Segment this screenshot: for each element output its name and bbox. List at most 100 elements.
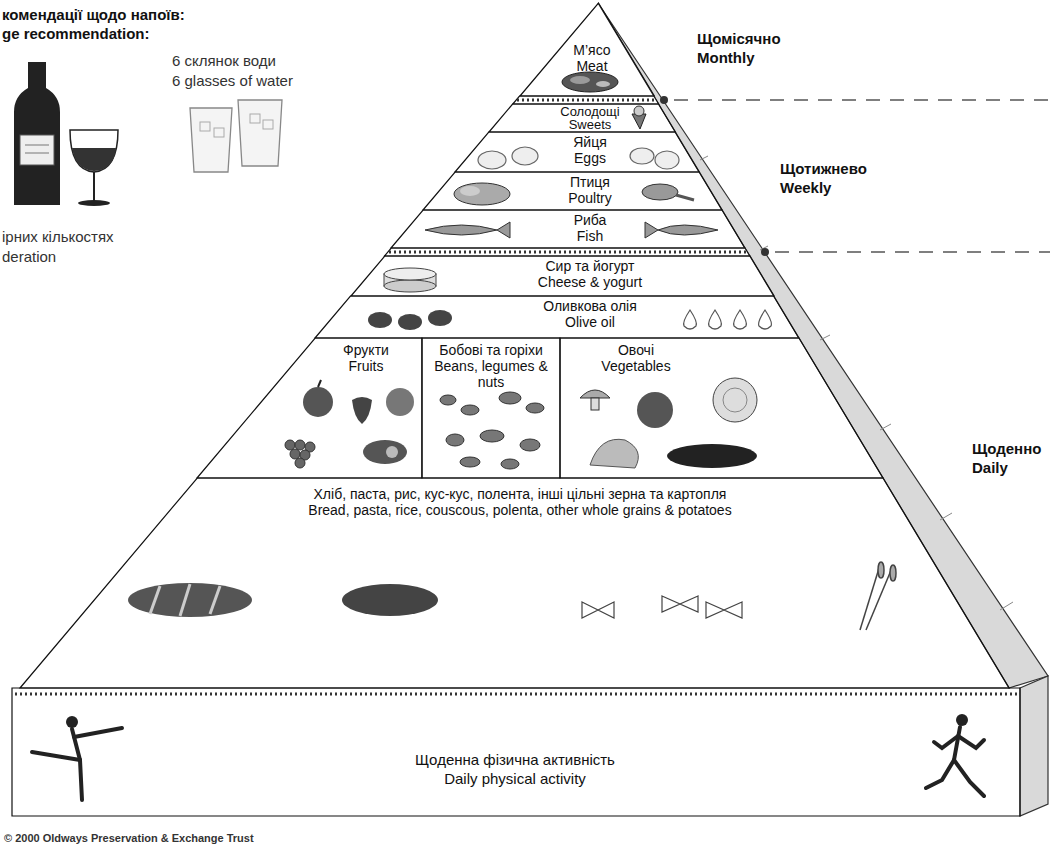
wine-glass xyxy=(70,130,118,206)
frequency-divider xyxy=(775,251,1050,253)
band-text-group: ФруктиFruits xyxy=(343,342,389,374)
beans-picture xyxy=(499,392,521,404)
fruit-picture xyxy=(303,387,333,417)
dotted-strip xyxy=(517,99,656,102)
olive-oil-band: Оливкова оліяOlive oil xyxy=(315,296,799,338)
band-text: Солодощі xyxy=(560,105,619,118)
beans-picture xyxy=(520,439,540,451)
vegetables-cell: ОвочіVegetables xyxy=(560,338,883,478)
band-text: Daily physical activity xyxy=(415,769,615,788)
band-outline xyxy=(20,478,1009,688)
water-glasses xyxy=(190,100,282,172)
meat-picture xyxy=(596,81,610,87)
bread-picture xyxy=(342,584,438,616)
side-face-ticks xyxy=(880,424,891,430)
band-text: Птиця xyxy=(568,174,612,190)
fruit-picture xyxy=(386,446,398,458)
side-face-ticks xyxy=(700,156,1013,610)
beans-picture xyxy=(461,405,479,415)
wine-bottle xyxy=(20,135,54,165)
band-text-group: ЯйцяEggs xyxy=(573,134,607,166)
activity-side-face xyxy=(1020,676,1048,816)
dotted-strip xyxy=(513,96,659,104)
vegetable-picture xyxy=(580,390,610,398)
garlic-picture xyxy=(734,310,747,329)
band-text-group: ОвочіVegetables xyxy=(601,342,670,374)
beverage-label: deration xyxy=(2,248,56,265)
sweets-band: СолодощіSweets xyxy=(489,104,675,132)
band-outline xyxy=(455,132,699,172)
band-text: Eggs xyxy=(573,150,607,166)
runner-figure xyxy=(954,727,960,760)
band-text-group: Оливкова оліяOlive oil xyxy=(543,298,637,330)
yoga-figure xyxy=(74,728,122,737)
band-text: Яйця xyxy=(573,134,607,150)
fish-picture xyxy=(425,222,718,238)
fruit-picture xyxy=(386,388,414,416)
water-glasses xyxy=(263,120,273,129)
wheat-picture xyxy=(860,562,896,630)
frequency-divider xyxy=(674,99,1050,101)
water-glasses xyxy=(238,100,282,166)
side-face-ticks xyxy=(700,156,708,160)
dotted-strip xyxy=(385,248,750,256)
beans-picture xyxy=(440,392,544,469)
band-outline xyxy=(391,210,745,248)
olive-picture xyxy=(368,312,392,328)
poultry-picture xyxy=(454,183,510,205)
fruit-picture xyxy=(285,440,315,468)
meat-band: М’ясоMeat xyxy=(520,3,654,96)
vegetable-picture xyxy=(713,378,757,422)
cheese-picture xyxy=(384,268,436,280)
vegetable-picture xyxy=(667,444,757,468)
yoga-figure xyxy=(66,716,78,728)
ice-cream-picture xyxy=(632,106,646,129)
wine-bottle xyxy=(25,153,49,154)
fruit-picture xyxy=(285,380,414,468)
frequency-label: Щотижнево xyxy=(780,160,867,177)
band-text: Meat xyxy=(573,58,610,74)
beans-picture xyxy=(446,434,464,446)
band-text: Olive oil xyxy=(543,314,637,330)
runner-figure xyxy=(954,760,984,796)
grains-band: Хліб, паста, рис, кус-кус, полента, інші… xyxy=(20,478,1009,688)
cheese-picture xyxy=(384,268,436,292)
band-outline xyxy=(197,338,422,478)
olive-picture xyxy=(368,310,452,330)
pasta-picture xyxy=(706,602,742,618)
fish-picture xyxy=(425,222,510,238)
bread-picture xyxy=(180,584,190,616)
activity-box: Щоденна фізична активністьDaily physical… xyxy=(12,688,1020,816)
meat-picture xyxy=(570,76,590,84)
fruit-picture xyxy=(285,440,295,450)
fish-picture xyxy=(645,222,718,238)
bread-picture xyxy=(210,586,220,614)
wine-bottle xyxy=(14,62,60,205)
poultry-picture xyxy=(460,186,480,196)
frequency-label: Щоденно xyxy=(972,440,1041,457)
wine-bottle xyxy=(14,62,60,205)
runner-figure xyxy=(926,714,984,796)
cheese-picture xyxy=(384,280,436,292)
wheat-picture xyxy=(878,562,884,578)
band-text: Овочі xyxy=(601,342,670,358)
copyright-note: © 2000 Oldways Preservation & Exchange T… xyxy=(4,832,254,845)
frequency-label: Щомісячно xyxy=(697,30,781,47)
yoga-figure xyxy=(72,729,80,760)
dairy-band: Сир та йогуртCheese & yogurt xyxy=(351,256,774,296)
band-text: Бобові та горіхи xyxy=(426,342,556,358)
band-outline xyxy=(197,338,422,478)
frequency-label: Weekly xyxy=(780,179,831,196)
dotted-strip xyxy=(761,248,769,256)
beans-cell: Бобові та горіхиBeans, legumes & nuts xyxy=(422,338,560,478)
dotted-strip xyxy=(15,693,1017,696)
band-outline xyxy=(423,172,722,210)
wheat-picture xyxy=(890,565,896,581)
vegetable-picture xyxy=(591,398,599,410)
fruit-picture xyxy=(290,449,300,459)
band-text: Fruits xyxy=(343,358,389,374)
vegetable-picture xyxy=(637,392,673,428)
vegetable-picture xyxy=(590,439,638,468)
band-text: Fish xyxy=(574,228,607,244)
